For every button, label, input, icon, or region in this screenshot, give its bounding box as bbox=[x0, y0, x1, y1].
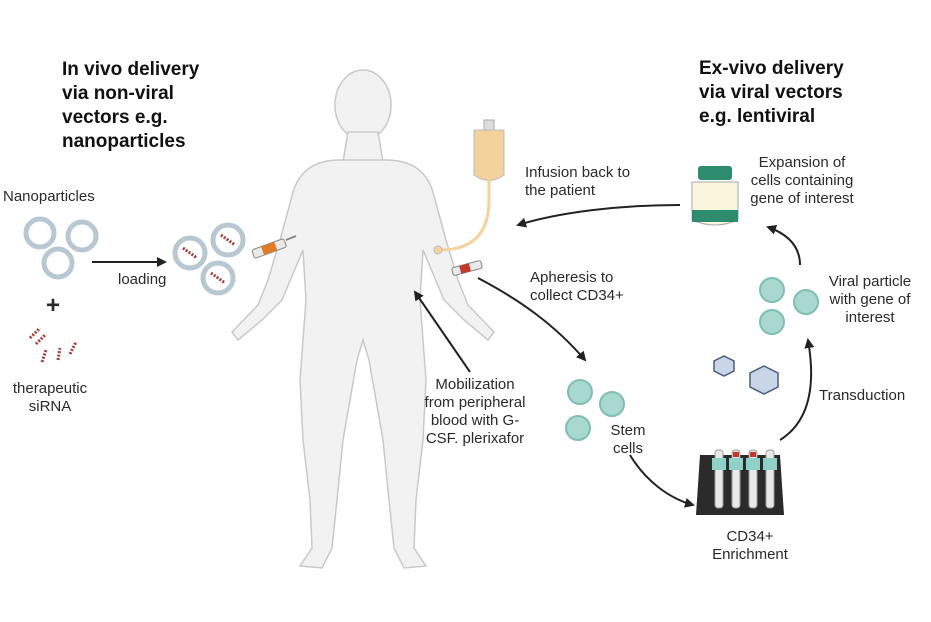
cd34-enrichment-rack bbox=[696, 449, 784, 515]
right-heading-line: Ex-vivo delivery bbox=[699, 58, 844, 79]
cd34-enrichment-label-line: CD34+ bbox=[726, 528, 774, 545]
mobilization-label-line: from peripheral bbox=[424, 394, 526, 411]
infusion-label-line: Infusion back to bbox=[525, 164, 631, 181]
empty-nanoparticles bbox=[23, 216, 99, 280]
iv-bag bbox=[433, 119, 505, 255]
expansion-label-line: cells containing bbox=[750, 172, 854, 189]
left-heading-line: In vivo delivery bbox=[62, 59, 200, 80]
right-heading: Ex-vivo delivery via viral vectors e.g. … bbox=[699, 57, 844, 129]
expansion-label-line: Expansion of bbox=[758, 154, 846, 171]
stem-cells-label-line: Stem bbox=[610, 422, 646, 439]
viral-particle-label-line: Viral particle bbox=[828, 273, 912, 290]
loading-label: loading bbox=[118, 271, 167, 288]
transduction-label: Transduction bbox=[819, 387, 906, 404]
mobilization-arrow bbox=[413, 290, 471, 373]
human-body-figure bbox=[231, 69, 495, 569]
cd34-enrichment-label-line: Enrichment bbox=[712, 546, 788, 563]
sirna-label-line: siRNA bbox=[28, 398, 72, 415]
viral-particle-label-line: with gene of bbox=[829, 291, 911, 308]
mobilization-label-line: Mobilization bbox=[435, 376, 515, 393]
left-heading-line: via non-viral bbox=[62, 83, 174, 104]
expansion-arrow bbox=[766, 225, 801, 266]
right-heading-line: e.g. lentiviral bbox=[699, 106, 816, 127]
sirna-strands bbox=[28, 326, 78, 363]
left-heading-line: vectors e.g. bbox=[62, 107, 168, 128]
nanoparticles-label: Nanoparticles bbox=[3, 188, 95, 205]
transduced-cells bbox=[759, 277, 819, 335]
mobilization-label-line: blood with G- bbox=[430, 412, 520, 429]
stem-cells bbox=[565, 379, 625, 441]
sirna-label-line: therapeutic bbox=[12, 380, 88, 397]
mobilization-label-line: CSF. plerixafor bbox=[425, 430, 525, 447]
sirna-label: therapeutic siRNA bbox=[4, 380, 96, 416]
transduction-arrow bbox=[779, 338, 815, 441]
stem-cells-label: Stem cells bbox=[604, 422, 652, 458]
apheresis-label-line: Apheresis to bbox=[530, 269, 614, 286]
mobilization-label: Mobilization from peripheral blood with … bbox=[414, 376, 536, 448]
cd34-enrichment-label: CD34+ Enrichment bbox=[700, 528, 800, 564]
apheresis-label-line: collect CD34+ bbox=[530, 287, 624, 304]
syringe-left bbox=[251, 235, 297, 259]
loaded-nanoparticles bbox=[172, 222, 246, 296]
apheresis-arrow bbox=[477, 277, 587, 362]
left-heading-line: nanoparticles bbox=[62, 131, 186, 152]
stem-cells-label-line: cells bbox=[612, 440, 643, 457]
syringe-right bbox=[451, 260, 483, 276]
expansion-label: Expansion of cells containing gene of in… bbox=[740, 154, 864, 208]
viral-particles bbox=[713, 355, 779, 395]
viral-particle-label: Viral particle with gene of interest bbox=[818, 273, 922, 327]
infusion-label-line: the patient bbox=[525, 182, 596, 199]
infusion-label: Infusion back to the patient bbox=[525, 164, 630, 200]
expansion-label-line: gene of interest bbox=[750, 190, 854, 207]
apheresis-label: Apheresis to collect CD34+ bbox=[530, 269, 624, 305]
stem-to-enrichment-arrow bbox=[629, 454, 695, 508]
infusion-arrow bbox=[516, 204, 681, 228]
plus-sign: + bbox=[46, 292, 61, 319]
culture-flask bbox=[691, 166, 739, 226]
right-heading-line: via viral vectors bbox=[699, 82, 843, 103]
left-heading: In vivo delivery via non-viral vectors e… bbox=[62, 58, 199, 154]
viral-particle-label-line: interest bbox=[845, 309, 895, 326]
